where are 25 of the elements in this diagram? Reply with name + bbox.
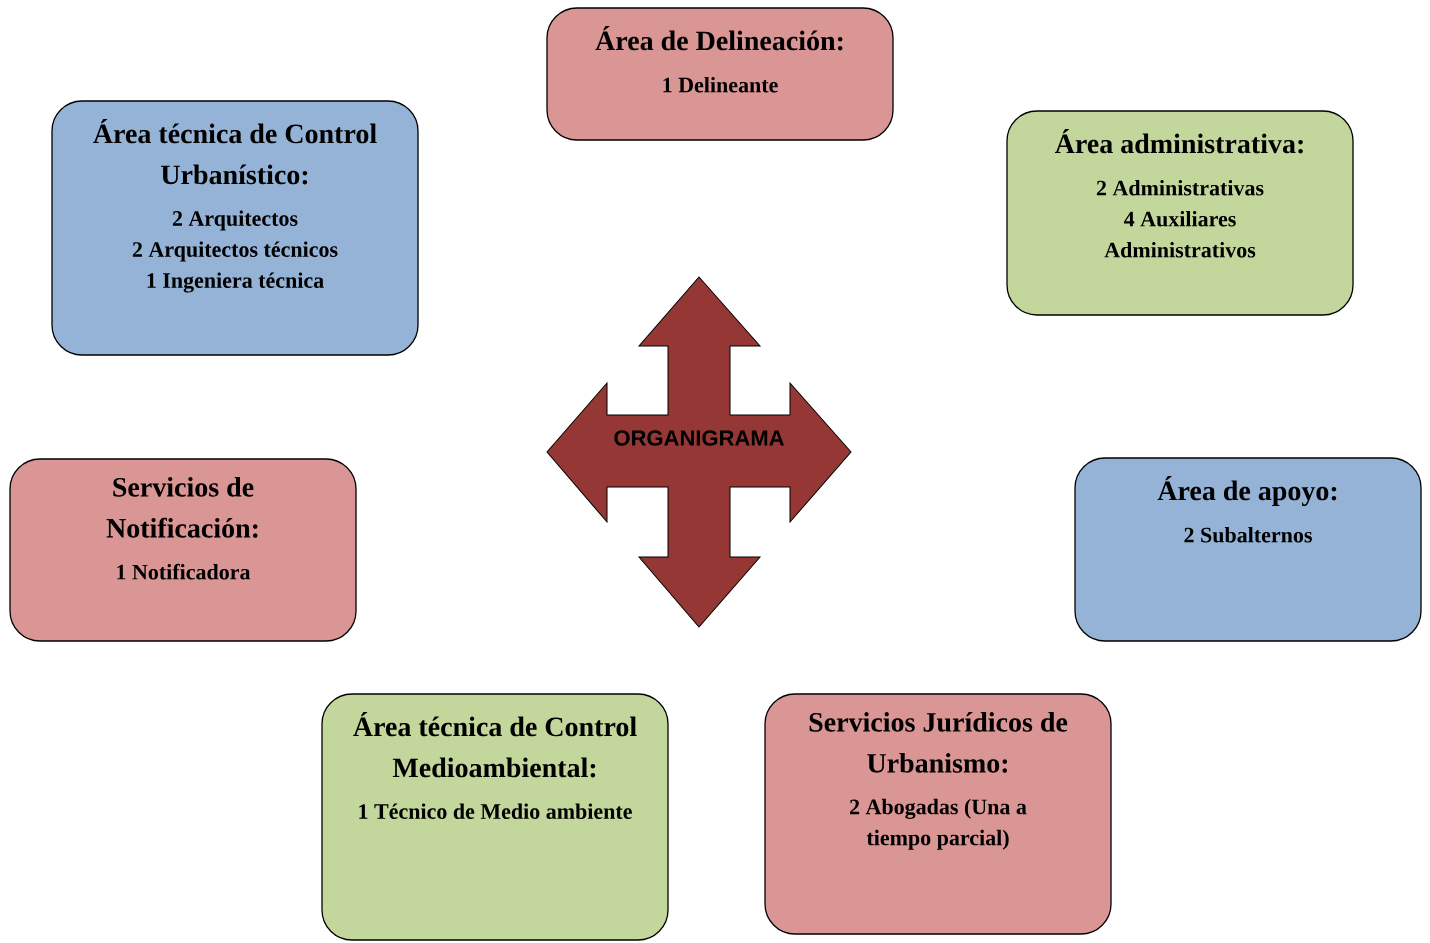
box-heading: Servicios de Notificación: <box>106 477 258 538</box>
box-heading: Área administrativa: <box>1054 129 1303 154</box>
staff-count: 1 Delineante <box>663 77 778 93</box>
staff-count: 2 Subalternos <box>1184 527 1312 543</box>
area-box <box>1074 457 1422 642</box>
staff-count: 1 Ingeniera técnica <box>147 272 324 293</box>
staff-count: 2 Arquitectos <box>172 210 298 231</box>
staff-count: 1 Técnico de Medio ambiente <box>359 803 632 819</box>
staff-count: 2 Administrativas <box>1096 180 1264 196</box>
area-box <box>9 458 357 642</box>
staff-count: 4 Auxiliares Administrativos <box>1104 211 1256 258</box>
box-heading: Área técnica de Control Urbanístico: <box>93 119 377 185</box>
box-heading: Área técnica de Control Medioambiental: <box>353 712 637 778</box>
area-box <box>321 693 669 941</box>
staff-count: 1 Notificadora <box>117 563 251 580</box>
center-label: ORGANIGRAMA <box>614 430 784 446</box>
area-box <box>546 7 894 141</box>
staff-count: 2 Arquitectos técnicos <box>132 241 338 262</box>
area-box <box>764 693 1112 935</box>
area-box <box>51 100 419 356</box>
box-heading: Área de apoyo: <box>1157 476 1337 507</box>
box-heading: Área de Delineación: <box>595 26 843 51</box>
box-heading: Servicios Jurídicos de Urbanismo: <box>809 712 1068 773</box>
staff-count: 2 Abogadas (Una a tiempo parcial) <box>850 798 1027 850</box>
area-box <box>1006 110 1354 316</box>
